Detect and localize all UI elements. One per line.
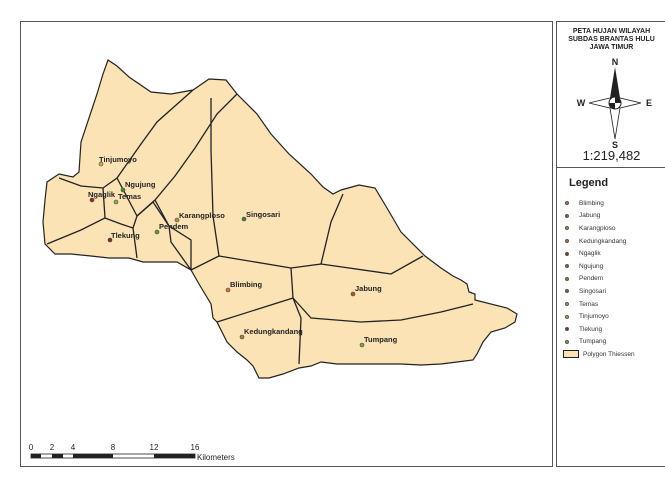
legend-item-label: Tinjumoyo bbox=[579, 313, 609, 321]
station-dot-blimbing bbox=[225, 287, 231, 293]
legend-dot-icon bbox=[565, 213, 569, 218]
label-ngujung: Ngujung bbox=[125, 180, 156, 189]
scale-tick-4: 4 bbox=[71, 443, 76, 452]
legend-title: Legend bbox=[569, 177, 609, 189]
scale-bar: 0 2 4 8 12 16 Kilometers bbox=[29, 443, 235, 462]
legend-polygon-label: Polygon Thiessen bbox=[583, 350, 635, 358]
legend-dot-icon bbox=[565, 239, 569, 244]
label-tinjumoyo: Tinjumoyo bbox=[99, 155, 137, 164]
legend-dot-icon bbox=[565, 201, 569, 206]
legend-item: Pendem bbox=[563, 273, 635, 286]
legend-item-label: Jabung bbox=[579, 212, 601, 220]
west-label: W bbox=[577, 98, 586, 108]
label-jabung: Jabung bbox=[355, 284, 382, 293]
legend-item: Jabung bbox=[563, 210, 635, 223]
map-title-line-1: PETA HUJAN WILAYAH bbox=[572, 28, 651, 35]
scale-tick-8: 8 bbox=[111, 443, 116, 452]
label-tumpang: Tumpang bbox=[364, 335, 398, 344]
scale-tick-16: 16 bbox=[191, 443, 200, 452]
label-temas: Temas bbox=[118, 192, 141, 201]
station-dot-tinjumoyo bbox=[98, 161, 104, 167]
legend-dot-icon bbox=[565, 327, 569, 332]
scale-tick-0: 0 bbox=[29, 443, 34, 452]
legend-dot-icon bbox=[565, 264, 569, 269]
scale-ratio: 1:219,482 bbox=[582, 148, 641, 163]
south-label: S bbox=[612, 140, 618, 148]
station-dot-temas bbox=[113, 199, 119, 205]
label-singosari: Singosari bbox=[246, 210, 280, 219]
legend-item-label: Tumpang bbox=[579, 338, 607, 346]
legend-dot-icon bbox=[565, 276, 569, 281]
legend-dot-icon bbox=[565, 339, 569, 344]
station-dot-karangploso bbox=[174, 217, 180, 223]
scale-tick-12: 12 bbox=[150, 443, 159, 452]
legend-item: Tlekung bbox=[563, 323, 635, 336]
thiessen-lines bbox=[46, 89, 474, 365]
map-title-line-2: SUBDAS BRANTAS HULU bbox=[568, 36, 655, 43]
station-dot-kedungkandang bbox=[239, 334, 245, 340]
legend-dot-icon bbox=[565, 226, 569, 231]
north-label: N bbox=[612, 58, 619, 67]
legend-item: Temas bbox=[563, 298, 635, 311]
label-ngaglik: Ngaglik bbox=[88, 190, 116, 199]
scale-tick-2: 2 bbox=[50, 443, 55, 452]
legend-item-label: Ngaglik bbox=[579, 250, 601, 258]
legend-item-label: Tlekung bbox=[579, 325, 603, 333]
station-dot-tlekung bbox=[107, 237, 113, 243]
legend-item: Singosari bbox=[563, 285, 635, 298]
legend-item-polygon: Polygon Thiessen bbox=[563, 350, 635, 359]
station-dot-ngujung bbox=[120, 187, 126, 193]
map-title: PETA HUJAN WILAYAH SUBDAS BRANTAS HULU J… bbox=[557, 28, 665, 52]
legend-dot-icon bbox=[565, 289, 569, 294]
watershed-outline bbox=[42, 59, 518, 379]
legend-item: Blimbing bbox=[563, 197, 635, 210]
map-title-line-3: JAWA TIMUR bbox=[589, 44, 634, 51]
legend-item-label: Blimbing bbox=[579, 199, 604, 207]
legend-item-label: Kedungkandang bbox=[579, 237, 627, 245]
legend-item-label: Pendem bbox=[579, 275, 604, 283]
north-arrow-icon: N S W E bbox=[577, 58, 652, 148]
station-dot-ngaglik bbox=[89, 197, 95, 203]
legend-dot-icon bbox=[565, 302, 569, 307]
label-karangploso: Karangploso bbox=[179, 211, 225, 220]
legend-item-label: Temas bbox=[579, 300, 599, 308]
legend-item: Tumpang bbox=[563, 336, 635, 349]
panel-divider bbox=[557, 167, 665, 168]
scale-unit: Kilometers bbox=[197, 453, 235, 462]
label-pendem: Pendem bbox=[159, 222, 189, 231]
map-frame: Tinjumoyo Ngujung Ngaglik Temas Tlekung … bbox=[20, 21, 553, 467]
legend-item-label: Singosari bbox=[579, 287, 607, 295]
station-dot-jabung bbox=[350, 291, 356, 297]
legend-item: Tinjumoyo bbox=[563, 310, 635, 323]
legend-item: Ngujung bbox=[563, 260, 635, 273]
legend-item-label: Ngujung bbox=[579, 262, 604, 270]
legend-item: Karangploso bbox=[563, 222, 635, 235]
east-label: E bbox=[646, 98, 652, 108]
label-blimbing: Blimbing bbox=[230, 280, 262, 289]
station-dot-pendem bbox=[154, 229, 160, 235]
legend-item: Kedungkandang bbox=[563, 235, 635, 248]
map-canvas: Tinjumoyo Ngujung Ngaglik Temas Tlekung … bbox=[29, 59, 518, 462]
legend-item: Ngaglik bbox=[563, 247, 635, 260]
station-dot-singosari bbox=[241, 216, 247, 222]
station-dot-tumpang bbox=[359, 342, 365, 348]
legend-dot-icon bbox=[565, 251, 569, 256]
legend-item-label: Karangploso bbox=[579, 224, 616, 232]
station-labels: Tinjumoyo Ngujung Ngaglik Temas Tlekung … bbox=[88, 155, 398, 344]
station-markers bbox=[89, 161, 365, 348]
polygon-swatch-icon bbox=[563, 350, 579, 359]
side-panel: PETA HUJAN WILAYAH SUBDAS BRANTAS HULU J… bbox=[556, 21, 665, 467]
legend-dot-icon bbox=[565, 314, 569, 319]
label-kedungkandang: Kedungkandang bbox=[244, 327, 303, 336]
label-tlekung: Tlekung bbox=[111, 231, 140, 240]
